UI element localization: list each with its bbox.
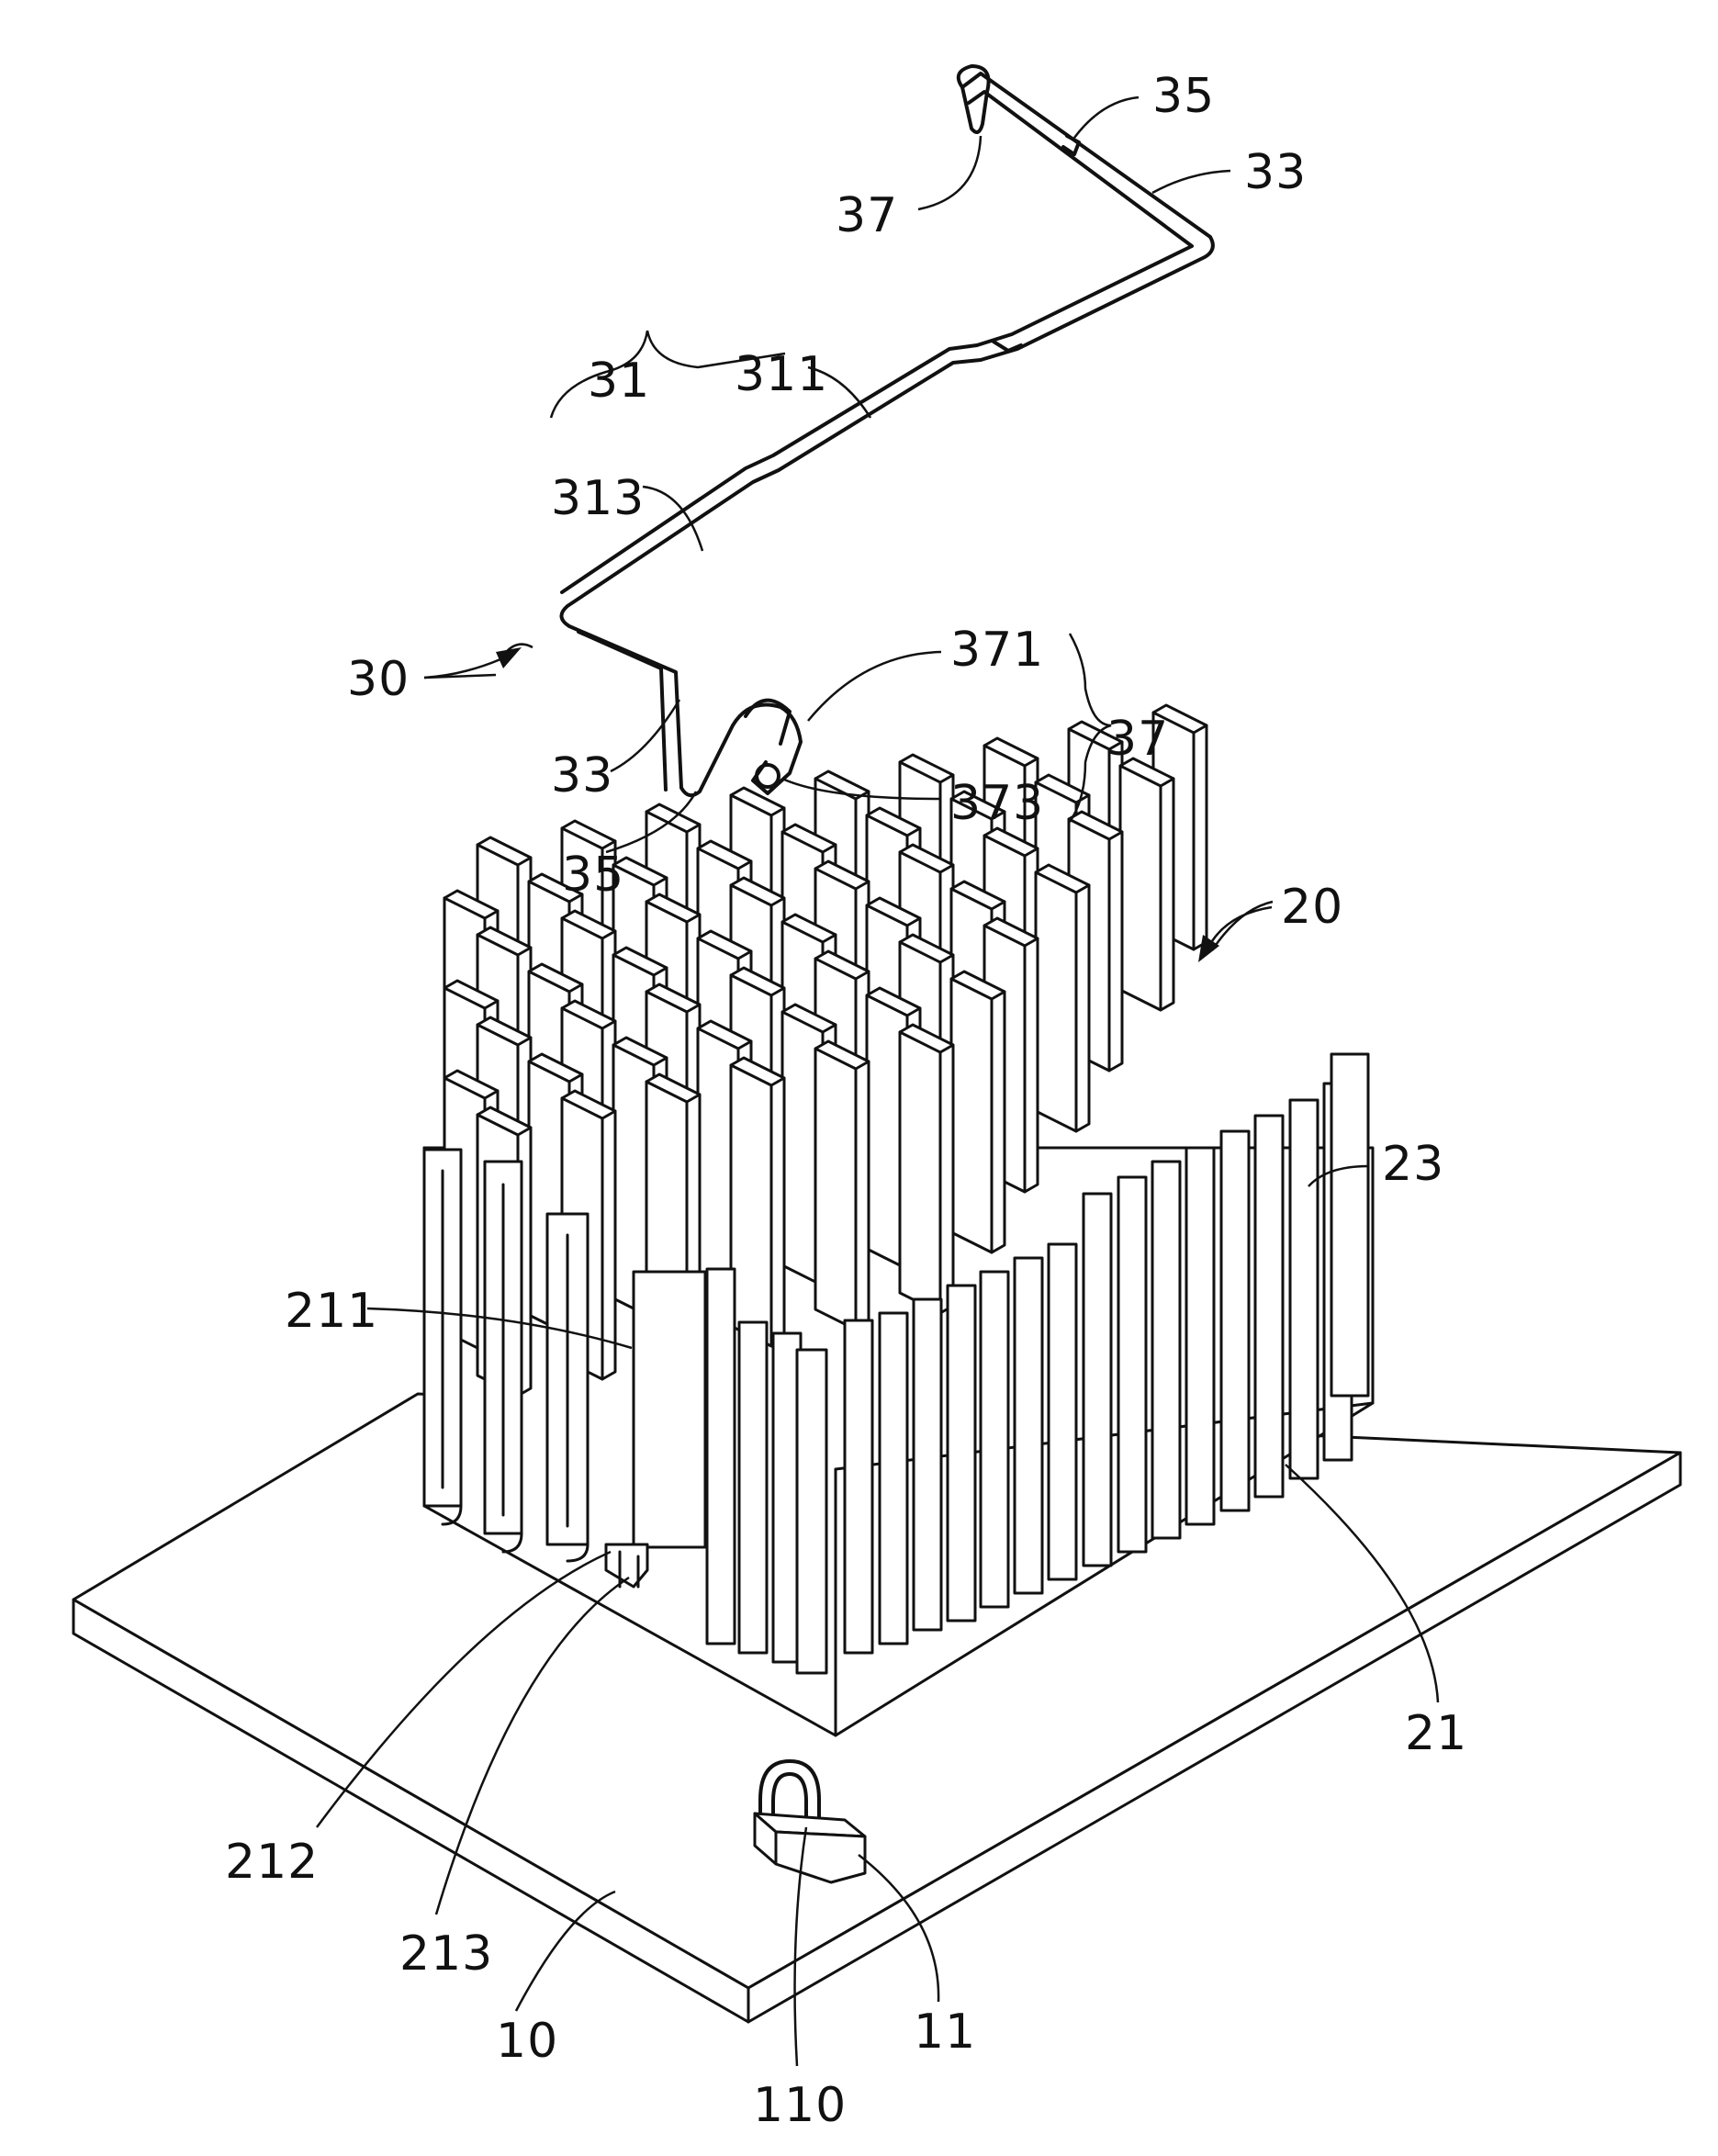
label-313: 313 [551,471,645,526]
label-211: 211 [285,1284,378,1339]
label-33-top: 33 [1244,145,1307,200]
label-311: 311 [735,347,828,402]
fin [815,1041,869,1330]
label-35-bottom: 35 [562,848,624,903]
fin [951,971,1005,1252]
label-33-left: 33 [551,748,613,803]
label-20: 20 [1281,880,1343,935]
label-31: 31 [588,354,650,409]
label-35-top: 35 [1152,69,1215,124]
wire-clip [561,66,1212,795]
label-11: 11 [914,2004,976,2060]
label-110: 110 [753,2078,847,2133]
label-30: 30 [347,652,410,707]
label-37-right: 37 [1106,712,1169,767]
fin [1120,758,1173,1010]
label-213: 213 [399,1926,493,1982]
fin [731,1058,784,1346]
label-10: 10 [496,2014,558,2069]
label-37-top: 37 [836,188,898,243]
label-23: 23 [1382,1137,1444,1192]
label-21: 21 [1405,1706,1467,1761]
fin [1036,865,1089,1131]
label-212: 212 [225,1835,319,1890]
fin [900,1025,953,1313]
label-373: 373 [950,776,1044,831]
label-371: 371 [950,623,1044,678]
